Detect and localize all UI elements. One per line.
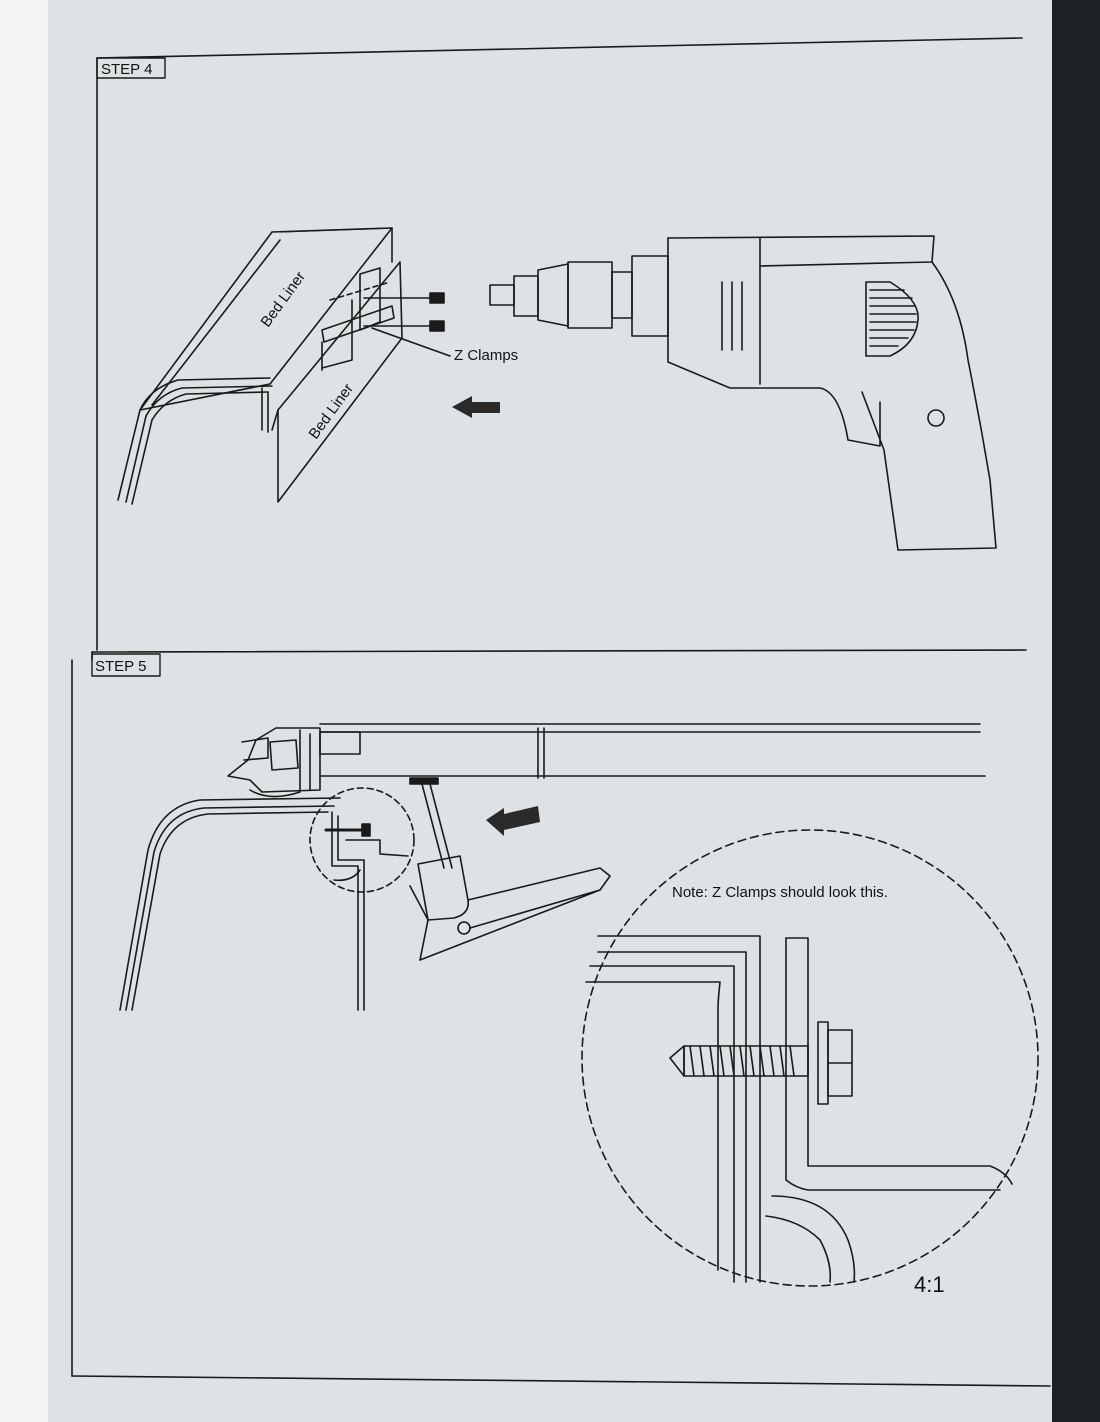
direction-arrow-left [452,396,500,418]
detail-note: Note: Z Clamps should look this. [672,884,888,901]
z-clamps-label: Z Clamps [454,347,518,364]
bed-liner-label-top: Bed Liner [257,268,309,330]
clamp-tool-icon [409,777,611,961]
step5-frame [71,649,1051,1387]
step5-title: STEP 5 [95,658,146,675]
screw-pair [363,292,445,332]
bed-liner-illustration [117,227,403,505]
bed-liner-label-side: Bed Liner [305,380,357,442]
step4-title: STEP 4 [101,61,152,78]
detail-scale: 4:1 [914,1272,945,1297]
background-right [1052,0,1100,1422]
detail-enlargement [581,829,1039,1287]
drill-icon [489,235,997,551]
direction-arrow-left-step5 [486,806,540,836]
z-clamps-leader [371,327,451,357]
detail-circle-small [309,787,415,893]
screw-small [324,823,371,837]
bed-wall-profile [119,797,409,1011]
step4-frame [96,37,1023,651]
tonneau-rail [227,723,986,798]
background-left [0,0,48,1422]
